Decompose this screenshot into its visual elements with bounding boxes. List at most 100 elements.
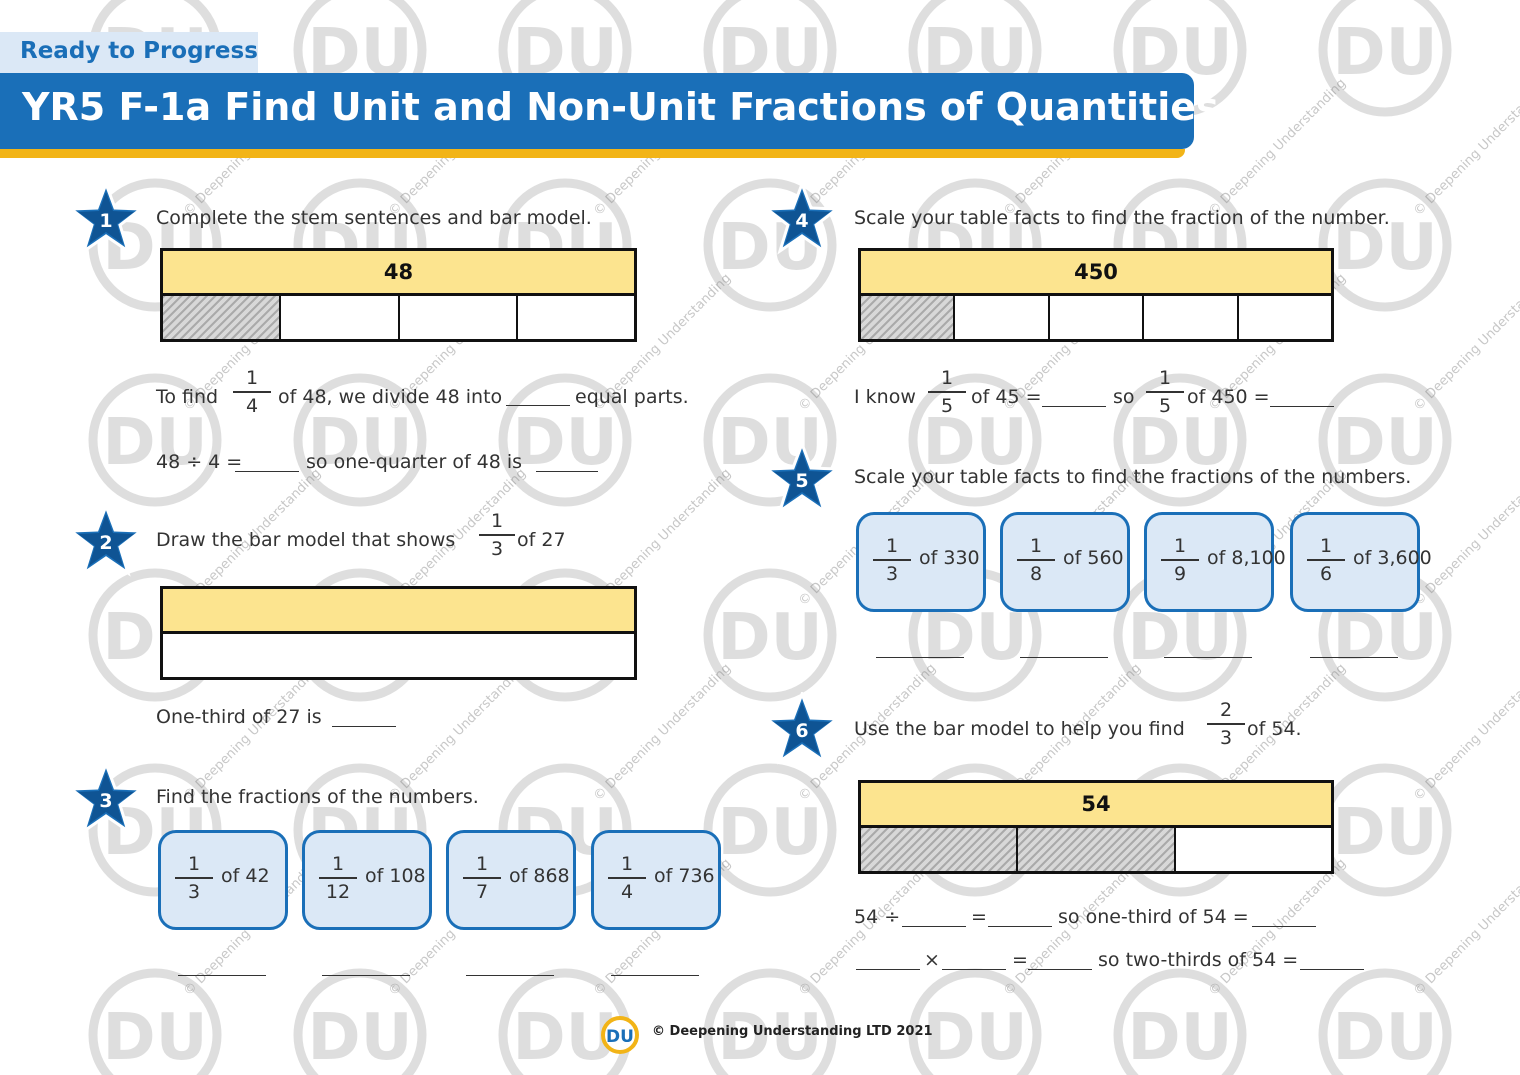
q6-bar-whole: 54 — [858, 780, 1334, 828]
q2-answer-blank[interactable] — [332, 725, 396, 727]
q6-answer-blank-6[interactable] — [1028, 968, 1092, 970]
q6-bar-part-shaded — [861, 828, 1019, 871]
watermark-text: © Deepening Understanding — [1411, 661, 1520, 804]
q4-answer-blank-1[interactable] — [1042, 405, 1106, 407]
q6-line2-eq: = — [1012, 949, 1028, 971]
svg-text:3: 3 — [99, 790, 112, 812]
q6-bar-part — [1175, 828, 1331, 871]
q3-answer-blank[interactable] — [322, 974, 410, 976]
svg-text:1: 1 — [99, 210, 112, 232]
q2-answer-text: One-third of 27 is — [156, 706, 322, 728]
q4-bar-whole: 450 — [858, 248, 1334, 296]
watermark-text: © Deepening Understanding — [386, 661, 529, 804]
q2-bar-empty[interactable] — [163, 634, 634, 677]
q2-instruction: Draw the bar model that shows — [156, 529, 456, 551]
q6-answer-blank-7[interactable] — [1300, 968, 1364, 970]
q1-answer-blank-3[interactable] — [536, 470, 598, 472]
q5-of-text: of 8,100 — [1207, 547, 1286, 569]
question-1-star-icon: 1 — [68, 182, 144, 255]
svg-text:6: 6 — [795, 720, 808, 742]
page-title: YR5 F-1a Find Unit and Non-Unit Fraction… — [22, 85, 1219, 129]
q6-line1-eq: = — [971, 906, 987, 928]
q3-answer-blank[interactable] — [178, 974, 266, 976]
svg-text:DU: DU — [1127, 1001, 1232, 1075]
question-3-star-icon: 3 — [68, 762, 144, 835]
q2-instruction-post: of 27 — [517, 529, 566, 551]
watermark-logo-icon: DU — [1318, 178, 1452, 312]
q4-answer-blank-2[interactable] — [1270, 405, 1334, 407]
watermark-logo-icon: DU — [703, 763, 837, 897]
q5-answer-blank[interactable] — [1310, 656, 1398, 658]
tag-label: Ready to Progress — [20, 38, 258, 64]
q3-answer-blank[interactable] — [466, 974, 554, 976]
watermark-text: © Deepening Understanding — [1206, 76, 1349, 219]
q6-line1-pre: 54 ÷ — [854, 906, 901, 928]
q6-answer-blank-3[interactable] — [1252, 925, 1316, 927]
q5-answer-blank[interactable] — [1020, 656, 1108, 658]
q6-answer-blank-2[interactable] — [988, 925, 1052, 927]
question-4-star-icon: 4 — [764, 182, 840, 255]
q4-bar-part — [1144, 296, 1239, 339]
q6-answer-blank-4[interactable] — [856, 968, 920, 970]
watermark-logo-icon: DU — [1318, 0, 1452, 117]
title-underline — [0, 149, 1185, 158]
q1-bar-part-shaded — [163, 296, 282, 339]
question-2-star-icon: 2 — [68, 504, 144, 577]
q1-answer-blank-2[interactable] — [235, 470, 299, 472]
q4-bar-part — [1238, 296, 1332, 339]
watermark-logo-icon: DU — [1318, 968, 1452, 1075]
q5-answer-blank[interactable] — [1164, 656, 1252, 658]
q5-answer-blank[interactable] — [876, 656, 964, 658]
watermark-text: © Deepening Understanding — [1411, 271, 1520, 414]
q1-sentence1-post: of 48, we divide 48 into — [278, 386, 503, 408]
q6-answer-blank-1[interactable] — [902, 925, 966, 927]
q6-line1-so: so one-third of 54 = — [1058, 906, 1249, 928]
svg-text:DU: DU — [922, 601, 1027, 675]
footer-copyright: © Deepening Understanding LTD 2021 — [652, 1024, 933, 1039]
q5-of-text: of 560 — [1063, 547, 1124, 569]
q4-bar-part-shaded — [861, 296, 956, 339]
svg-text:DU: DU — [606, 1027, 634, 1047]
watermark-text: © Deepening Understanding — [181, 661, 324, 804]
question-6-star-icon: 6 — [764, 692, 840, 765]
svg-text:2: 2 — [99, 532, 112, 554]
q3-of-text: of 736 — [654, 865, 715, 887]
svg-text:DU: DU — [1332, 16, 1437, 90]
q2-bar-whole[interactable] — [160, 586, 637, 634]
q6-instruction-post: of 54. — [1247, 718, 1302, 740]
svg-text:DU: DU — [1127, 601, 1232, 675]
svg-text:DU: DU — [307, 1001, 412, 1075]
q3-of-text: of 42 — [221, 865, 270, 887]
svg-text:5: 5 — [795, 470, 808, 492]
watermark-logo-icon: DU — [1318, 763, 1452, 897]
q5-of-text: of 3,600 — [1353, 547, 1432, 569]
watermark-text: © Deepening Understanding — [1411, 466, 1520, 609]
watermark-logo-icon: DU — [1113, 968, 1247, 1075]
q4-bar-parts — [858, 296, 1334, 342]
watermark-text: © Deepening Understanding — [1411, 76, 1520, 219]
q2-bar-parts[interactable] — [160, 634, 637, 680]
q6-answer-blank-5[interactable] — [942, 968, 1006, 970]
watermark-logo-icon: DU — [293, 968, 427, 1075]
q6-bar-part-shaded — [1018, 828, 1176, 871]
q4-bar-part — [1049, 296, 1145, 339]
svg-text:DU: DU — [1332, 796, 1437, 870]
q1-bar-part — [517, 296, 634, 339]
q3-answer-blank[interactable] — [611, 974, 699, 976]
q1-answer-blank-1[interactable] — [506, 404, 570, 406]
q6-bar-parts — [858, 828, 1334, 874]
q3-instruction: Find the fractions of the numbers. — [156, 786, 479, 808]
title-banner: YR5 F-1a Find Unit and Non-Unit Fraction… — [0, 73, 1219, 149]
